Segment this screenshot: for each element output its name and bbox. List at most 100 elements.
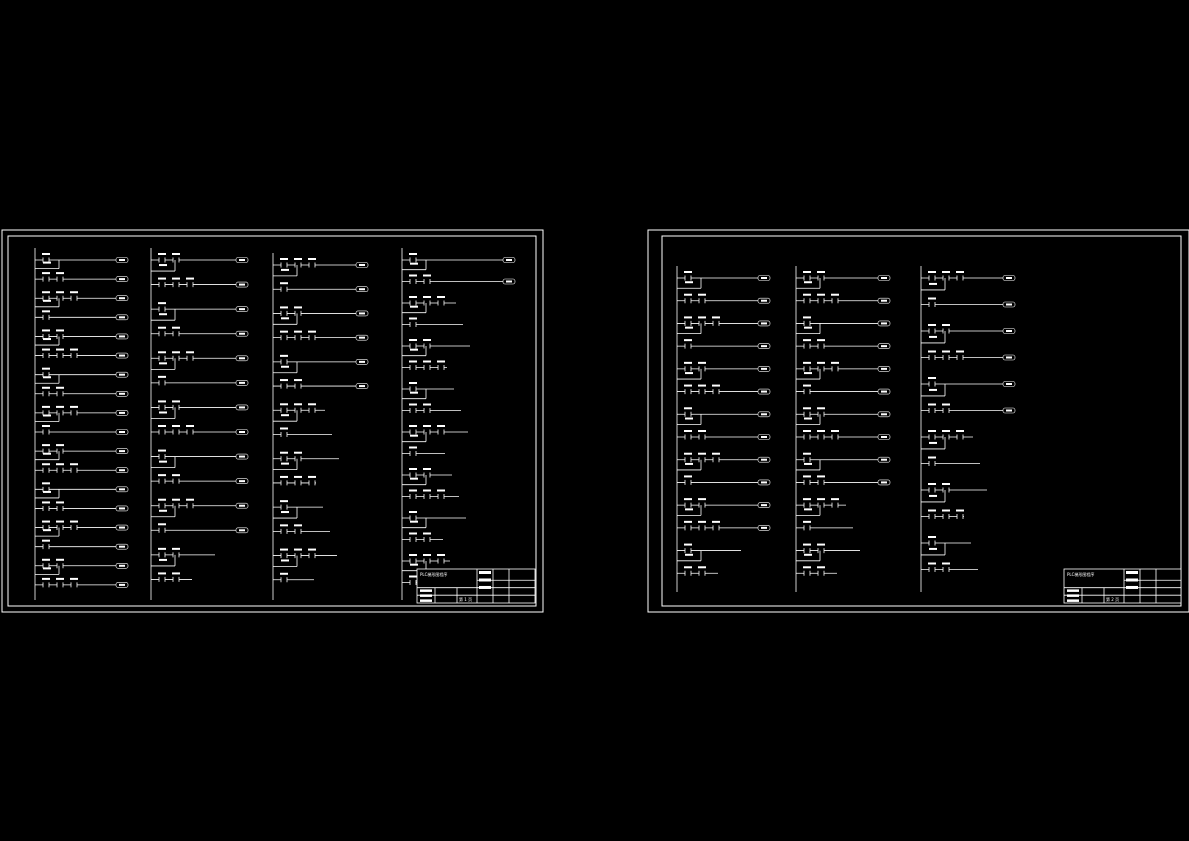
contact-gap xyxy=(818,502,824,508)
contact-label-mark xyxy=(712,452,720,455)
coil-label-mark xyxy=(761,504,767,507)
contact-gap xyxy=(309,553,315,559)
coil-label-mark xyxy=(881,345,887,348)
coil-label-mark xyxy=(119,545,125,548)
contact-label-mark xyxy=(159,264,167,267)
contact-gap xyxy=(713,457,719,463)
contact-gap xyxy=(804,525,810,531)
contact-gap xyxy=(929,275,935,281)
coil-label-mark xyxy=(239,431,245,433)
contact-gap xyxy=(804,343,810,349)
contact-gap xyxy=(685,298,691,304)
contact-gap xyxy=(929,487,935,493)
contact-gap xyxy=(43,333,49,339)
contact-label-mark xyxy=(928,509,936,512)
coil-label-mark xyxy=(239,308,245,311)
ladder-column xyxy=(676,266,771,592)
contact-gap xyxy=(832,366,838,372)
contact-gap xyxy=(832,434,838,440)
contact-label-mark xyxy=(803,293,811,296)
contact-label-mark xyxy=(437,489,445,492)
contact-label-mark xyxy=(43,299,51,302)
contact-label-mark xyxy=(685,417,693,420)
contact-gap xyxy=(159,527,165,533)
contact-label-mark xyxy=(684,498,692,501)
coil-label-mark xyxy=(119,507,125,510)
contact-gap xyxy=(43,582,49,588)
coil-label-mark xyxy=(239,504,245,507)
contact-label-mark xyxy=(43,567,51,570)
contact-label-mark xyxy=(42,425,50,427)
contact-label-mark xyxy=(42,329,50,332)
coil-label-mark xyxy=(881,299,887,302)
contact-label-mark xyxy=(42,348,50,351)
contact-label-mark xyxy=(158,326,166,329)
contact-label-mark xyxy=(70,291,78,294)
contact-label-mark xyxy=(409,489,417,492)
contact-gap xyxy=(410,343,416,349)
contact-gap xyxy=(818,411,824,417)
contact-gap xyxy=(173,429,179,435)
contact-label-mark xyxy=(280,524,288,527)
coil-label-mark xyxy=(119,297,125,300)
coil-label-mark xyxy=(1006,303,1012,306)
contact-gap xyxy=(410,494,416,499)
contact-gap xyxy=(804,366,810,372)
coil-label-mark xyxy=(119,278,125,281)
contact-label-mark xyxy=(280,282,288,285)
contact-label-mark xyxy=(817,339,825,342)
contact-gap xyxy=(424,408,430,413)
coil-label-mark xyxy=(359,360,365,363)
contact-gap xyxy=(929,381,935,387)
contact-label-mark xyxy=(281,511,289,514)
coil-label-mark xyxy=(239,455,245,458)
contact-gap xyxy=(43,276,49,282)
contact-label-mark xyxy=(684,361,692,364)
contact-gap xyxy=(281,480,287,486)
contact-label-mark xyxy=(43,414,51,417)
contact-label-mark xyxy=(942,483,950,485)
contact-label-mark xyxy=(684,407,692,410)
contact-gap xyxy=(818,570,824,576)
title-block-field-mark xyxy=(1067,589,1079,592)
coil-label-mark xyxy=(119,583,125,586)
contact-label-mark xyxy=(942,509,950,512)
contact-label-mark xyxy=(56,405,64,408)
contact-label-mark xyxy=(817,407,825,410)
contact-gap xyxy=(159,306,165,312)
contact-gap xyxy=(57,276,63,282)
contact-gap xyxy=(410,408,416,413)
contact-label-mark xyxy=(158,547,166,550)
contact-gap xyxy=(685,525,691,531)
contact-label-mark xyxy=(56,558,64,561)
contact-label-mark xyxy=(158,277,166,280)
contact-label-mark xyxy=(684,520,692,523)
coil-label-mark xyxy=(119,316,125,319)
contact-label-mark xyxy=(423,554,431,556)
drawing-title: PLC梯形图程序 xyxy=(420,571,447,577)
contact-gap xyxy=(281,383,287,389)
contact-label-mark xyxy=(294,306,302,309)
coil-label-mark xyxy=(239,406,245,409)
contact-label-mark xyxy=(423,425,431,427)
contact-gap xyxy=(713,320,719,326)
contact-gap xyxy=(713,389,719,395)
contact-label-mark xyxy=(942,271,950,273)
contact-label-mark xyxy=(158,253,166,255)
contact-gap xyxy=(281,553,287,559)
contact-label-mark xyxy=(942,430,950,432)
contact-gap xyxy=(424,494,430,499)
contact-gap xyxy=(699,457,705,463)
contact-label-mark xyxy=(409,339,417,341)
contact-gap xyxy=(804,502,810,508)
contact-gap xyxy=(57,295,63,301)
contact-label-mark xyxy=(172,400,180,403)
contact-gap xyxy=(173,503,179,509)
contact-gap xyxy=(685,502,691,508)
contact-label-mark xyxy=(172,547,180,550)
contact-label-mark xyxy=(172,326,180,329)
contact-gap xyxy=(804,298,810,304)
contact-label-mark xyxy=(410,434,418,437)
contact-label-mark xyxy=(685,508,693,511)
contact-label-mark xyxy=(685,553,693,556)
